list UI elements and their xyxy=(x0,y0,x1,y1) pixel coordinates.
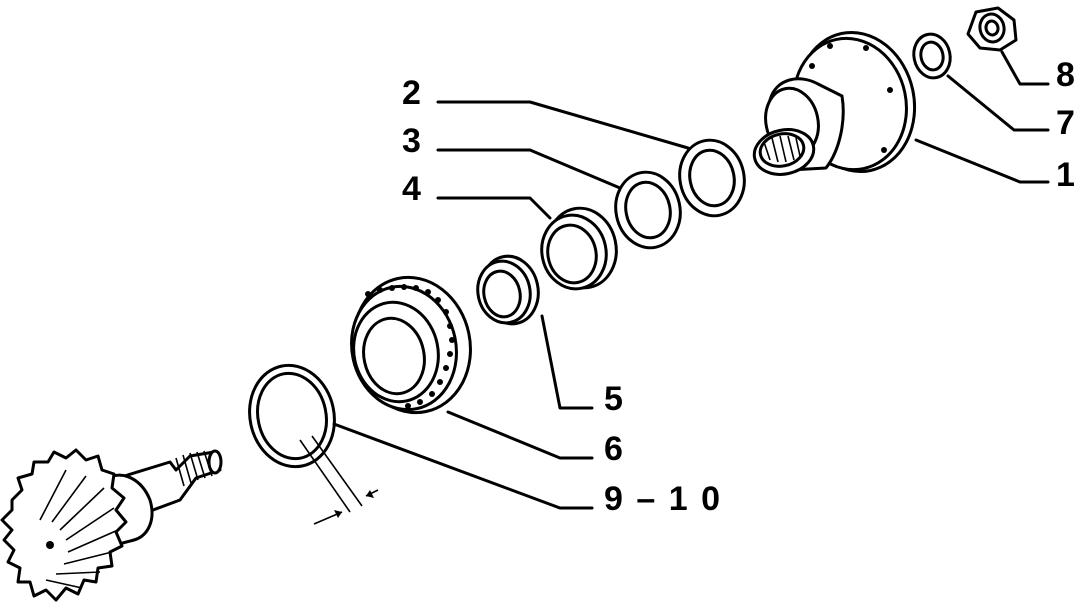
callout-8: 8 xyxy=(1056,56,1077,94)
bearing-cup-4 xyxy=(540,206,618,291)
callout-5: 5 xyxy=(604,380,625,418)
leader-6 xyxy=(446,410,594,460)
callout-4: 4 xyxy=(402,170,423,208)
leader-2 xyxy=(436,100,690,150)
callout-9-10: 9 – 1 0 xyxy=(604,480,722,518)
leader-1 xyxy=(914,138,1050,184)
bearing-race-5 xyxy=(476,254,540,326)
washer-2 xyxy=(678,138,746,218)
leader-9-10 xyxy=(332,422,594,510)
leader-lines xyxy=(332,50,1050,510)
flange-1 xyxy=(752,30,917,176)
pinion-gear-shaft xyxy=(0,448,223,602)
callout-1: 1 xyxy=(1056,156,1077,194)
leader-3 xyxy=(436,148,622,190)
leader-5 xyxy=(540,314,594,410)
leader-4 xyxy=(436,196,552,220)
leader-7 xyxy=(946,74,1050,132)
callout-6: 6 xyxy=(604,430,625,468)
callout-7: 7 xyxy=(1056,104,1077,142)
washer-3 xyxy=(614,170,682,250)
callout-3: 3 xyxy=(402,122,423,160)
hex-nut-8 xyxy=(966,6,1018,52)
callout-2: 2 xyxy=(402,74,423,112)
washer-7 xyxy=(912,32,952,80)
leader-8 xyxy=(1000,50,1050,86)
roller-bearing-6 xyxy=(350,275,472,415)
shim-ring-9-10 xyxy=(248,363,379,525)
